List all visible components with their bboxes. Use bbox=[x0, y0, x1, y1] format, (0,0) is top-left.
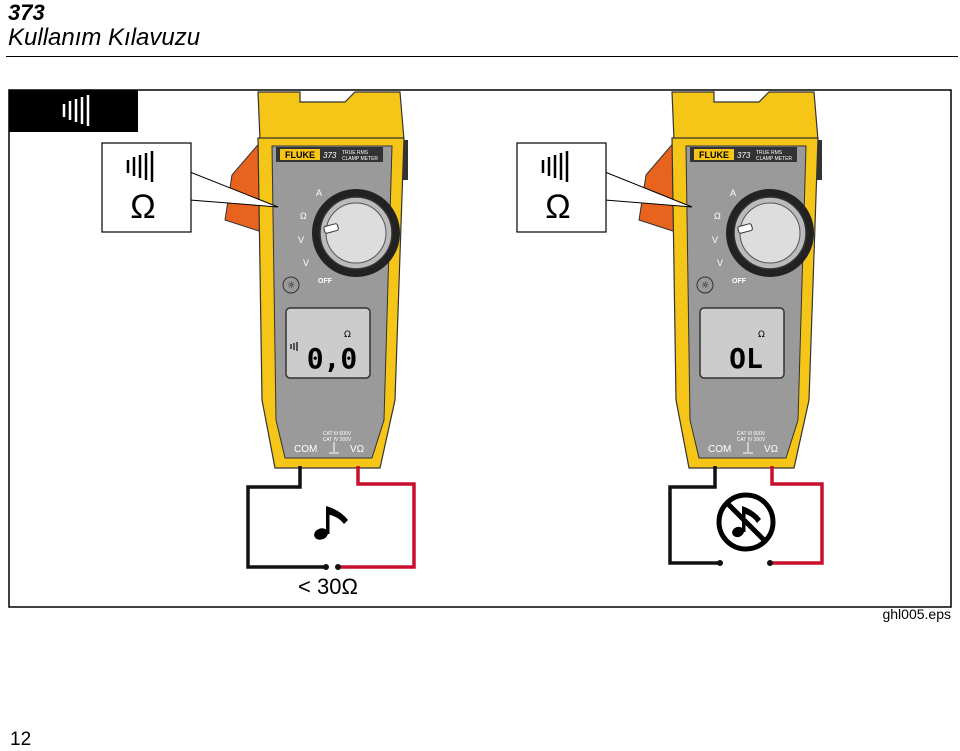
dial-label-vac: V bbox=[717, 258, 723, 268]
circuit-left bbox=[246, 466, 416, 569]
meter-face bbox=[271, 145, 393, 459]
cat-rating-4: CAT IV 300V bbox=[323, 437, 352, 443]
threshold-label: < 30Ω bbox=[298, 574, 358, 599]
dial-label-ohm: Ω bbox=[714, 211, 721, 221]
lcd-value: OL bbox=[729, 342, 763, 375]
page-number: 12 bbox=[10, 729, 32, 750]
black-lead bbox=[246, 466, 326, 569]
subtitle-line-1: TRUE RMS bbox=[756, 150, 783, 156]
clamp-jaw bbox=[257, 91, 405, 141]
page-title: Kullanım Kılavuzu bbox=[8, 24, 201, 51]
jaw-trigger bbox=[224, 138, 263, 233]
dial-label-vac: V bbox=[303, 258, 309, 268]
lcd-unit: Ω bbox=[758, 330, 765, 340]
header-rule bbox=[6, 56, 958, 57]
brand-label: FLUKE bbox=[699, 150, 729, 160]
callout-right: Ω bbox=[516, 142, 693, 233]
subtitle-line-2: CLAMP METER bbox=[342, 156, 378, 162]
callout-beeper-icon bbox=[126, 151, 154, 182]
model-label: 373 bbox=[737, 151, 751, 160]
dial-label-amps: A bbox=[316, 188, 322, 198]
callout-left: Ω bbox=[101, 142, 279, 233]
figure-caption: ghl005.eps bbox=[882, 606, 951, 622]
model-label: 373 bbox=[323, 151, 337, 160]
figure-frame bbox=[8, 89, 952, 608]
red-lead bbox=[338, 466, 416, 569]
brand-label: FLUKE bbox=[285, 150, 315, 160]
terminal-com-label: COM bbox=[294, 444, 317, 455]
dial-label-ohm: Ω bbox=[300, 211, 307, 221]
page-model-heading: 373 bbox=[8, 0, 45, 25]
note-icon bbox=[314, 506, 348, 540]
dial-label-off: OFF bbox=[732, 278, 747, 285]
clamp-meter-right: FLUKE 373 TRUE RMS CLAMP METER A Ω V V O… bbox=[638, 91, 822, 469]
dial-pointer bbox=[323, 223, 339, 234]
svg-text:☼: ☼ bbox=[287, 281, 295, 291]
lcd-beeper-icon bbox=[290, 342, 298, 351]
lcd-display bbox=[285, 307, 371, 379]
terminal-vohm-label: VΩ bbox=[764, 444, 779, 455]
circuit-right bbox=[668, 466, 824, 565]
cat-rating-4: CAT IV 300V bbox=[737, 437, 766, 443]
backlight-button bbox=[282, 276, 300, 294]
cat-rating-3: CAT III 600V bbox=[737, 431, 766, 437]
cat-rating-3: CAT III 600V bbox=[323, 431, 352, 437]
dial-label-vdc: V bbox=[298, 235, 304, 245]
svg-text:☼: ☼ bbox=[701, 281, 709, 291]
lcd-value: 0,0 bbox=[307, 342, 358, 375]
no-note-icon bbox=[716, 492, 776, 552]
callout-ohm-symbol: Ω bbox=[545, 188, 570, 226]
clamp-meter-left: FLUKE 373 TRUE RMS CLAMP METER A Ω V V O… bbox=[224, 91, 408, 469]
dial-label-vdc: V bbox=[712, 235, 718, 245]
beeper-tab bbox=[9, 90, 138, 132]
subtitle-line-1: TRUE RMS bbox=[342, 150, 369, 156]
callout-beeper-icon bbox=[541, 151, 569, 182]
terminal-com-label: COM bbox=[708, 444, 731, 455]
dial-label-amps: A bbox=[730, 188, 736, 198]
callout-ohm-symbol: Ω bbox=[130, 188, 155, 226]
lcd-unit: Ω bbox=[344, 330, 351, 340]
subtitle-line-2: CLAMP METER bbox=[756, 156, 792, 162]
terminal-vohm-label: VΩ bbox=[350, 444, 365, 455]
dial-label-off: OFF bbox=[318, 278, 333, 285]
beeper-tab-icon bbox=[62, 95, 90, 126]
